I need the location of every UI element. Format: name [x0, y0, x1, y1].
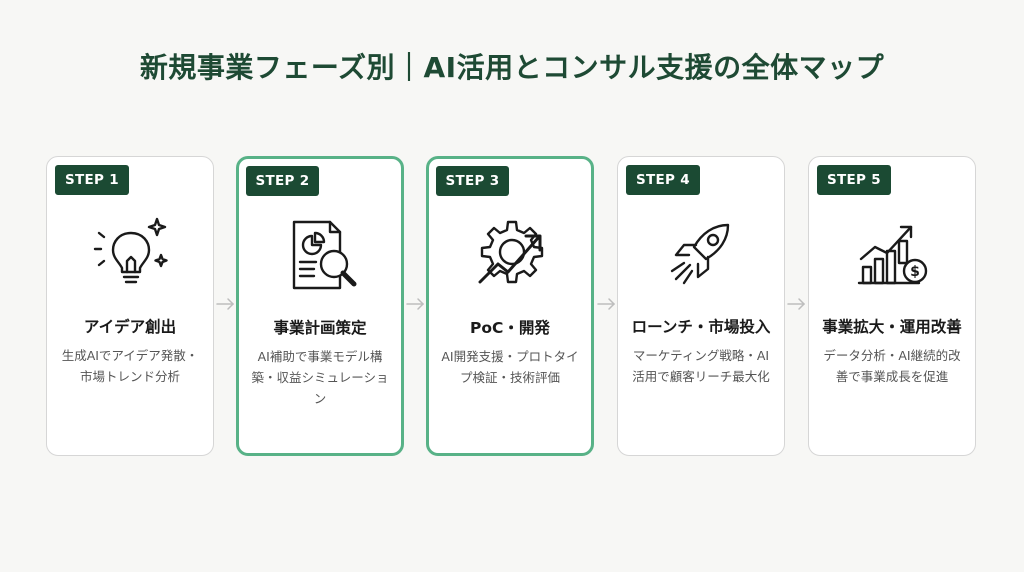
step-badge: STEP 5	[817, 165, 891, 195]
arrow-right-icon	[216, 298, 235, 310]
step-description: AI開発支援・プロトタイプ検証・技術評価	[441, 348, 579, 385]
page-title: 新規事業フェーズ別｜AI活用とコンサル支援の全体マップ	[139, 51, 885, 84]
step-description: データ分析・AI継続的改善で事業成長を促進	[823, 348, 961, 384]
step-title: 事業計画策定	[273, 318, 367, 337]
step-description: マーケティング戦略・AI活用で顧客リーチ最大化	[632, 348, 770, 384]
step-card-2: STEP 2 事業計画策定 AI補助で事業モデル構築・収益シミュレーション	[236, 156, 404, 456]
rocket-icon	[670, 223, 730, 285]
arrow-right-icon	[597, 298, 616, 310]
step-badge: STEP 1	[55, 165, 129, 195]
step-badge: STEP 3	[435, 165, 510, 196]
lightbulb-icon	[93, 217, 168, 284]
step-description: 生成AIでアイデア発散・市場トレンド分析	[61, 348, 199, 384]
step-card-3: STEP 3 PoC・開発 AI開発支援・プロトタイプ検証・技術評価	[426, 156, 594, 456]
step-card-4: STEP 4 ローンチ・市場投入 マーケティング戦略・AI活用で顧客リーチ最大化	[617, 156, 785, 456]
step-badge: STEP 2	[245, 165, 320, 196]
growth-chart-icon: $	[857, 225, 928, 285]
document-magnifier-icon	[292, 220, 356, 289]
svg-text:$: $	[910, 264, 920, 280]
step-title: 事業拡大・運用改善	[822, 318, 962, 336]
step-title: PoC・開発	[470, 318, 550, 337]
step-card-5: STEP 5 $ 事業拡大・運用改善 データ分析・AI継続的改善で事業成長を促進	[808, 156, 976, 456]
step-badge: STEP 4	[626, 165, 700, 195]
step-title: ローンチ・市場投入	[631, 318, 771, 336]
arrow-right-icon	[787, 298, 806, 310]
step-card-1: STEP 1 アイデア創出 生成AIでアイデア発散・市場トレンド分析	[46, 156, 214, 456]
step-title: アイデア創出	[83, 318, 177, 336]
arrow-right-icon	[406, 298, 425, 310]
step-description: AI補助で事業モデル構築・収益シミュレーション	[251, 348, 389, 406]
gear-arrow-icon	[478, 220, 543, 283]
